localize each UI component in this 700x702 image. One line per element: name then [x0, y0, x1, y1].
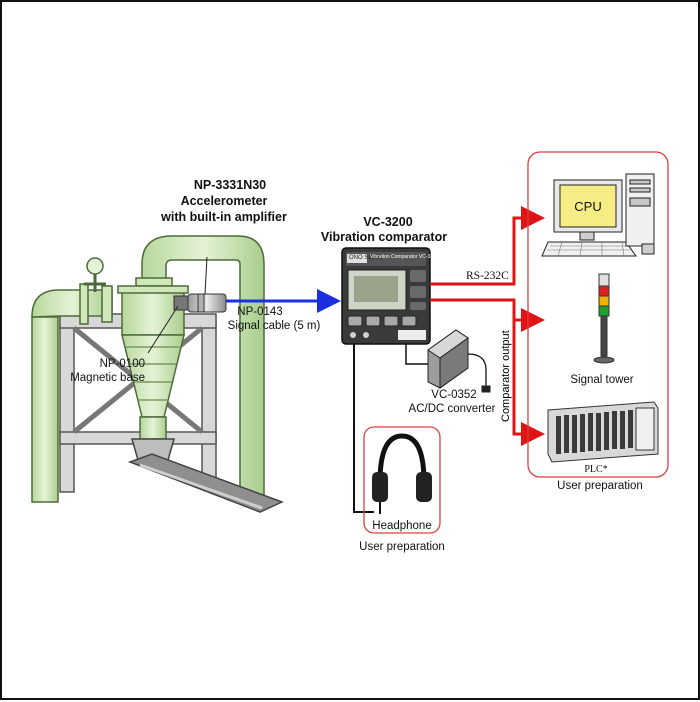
comparator-name-label: Vibration comparator [320, 230, 448, 244]
comparator-output-line-plc [512, 320, 545, 446]
acdc-converter [427, 329, 491, 393]
signal-tower-label: Signal tower [570, 374, 634, 386]
hopper-chute [127, 438, 284, 513]
cyclone-machine [31, 235, 284, 513]
vc3200-unit [341, 247, 431, 345]
pressure-gauge [84, 257, 106, 292]
accelerometer-name-line2: with built-in amplifier [161, 210, 287, 224]
user-preparation-frame-right [527, 151, 669, 478]
signal-tower [593, 273, 615, 364]
magnetic-base-pointer [147, 305, 179, 354]
cpu-screen-label: CPU [574, 199, 602, 214]
magnetic-base-name-label: Magnetic base [70, 372, 145, 384]
signal-cable-model-label: NP-0143 [237, 306, 283, 318]
user-preparation-label-headphone: User preparation [359, 541, 445, 553]
pipe-left [31, 283, 113, 503]
plc-rack [547, 401, 659, 463]
comparator-panel-caption: Vibration Comparator VC-3200 [370, 254, 439, 260]
magnetic-base-model-label: NP-0100 [99, 358, 145, 370]
comparator-model-label: VC-3200 [363, 215, 413, 229]
pc-computer [541, 173, 655, 257]
accelerometer-sensor [173, 256, 227, 313]
headphone-device [372, 433, 432, 514]
rs232c-label: RS-232C [466, 270, 509, 282]
comparator-brand-badge: ONO SOKKI [349, 255, 383, 261]
headphone-label: Headphone [372, 520, 432, 532]
signal-cable-name-label: Signal cable (5 m) [227, 320, 321, 332]
comparator-output-line-tower [430, 298, 545, 332]
user-preparation-label-right: User preparation [557, 480, 643, 492]
user-preparation-frame-headphone [363, 426, 441, 534]
converter-model-label: VC-0352 [431, 389, 477, 401]
accelerometer-model-label: NP-3331N30 [193, 178, 267, 192]
comparator-output-label: Comparator output [500, 330, 512, 422]
converter-cable [405, 344, 428, 365]
headphone-cable [353, 344, 374, 513]
converter-name-label: AC/DC converter [408, 403, 496, 415]
plc-label: PLC* [584, 464, 608, 475]
accelerometer-name-line1: Accelerometer [180, 194, 268, 208]
cyclone-body [117, 285, 189, 440]
